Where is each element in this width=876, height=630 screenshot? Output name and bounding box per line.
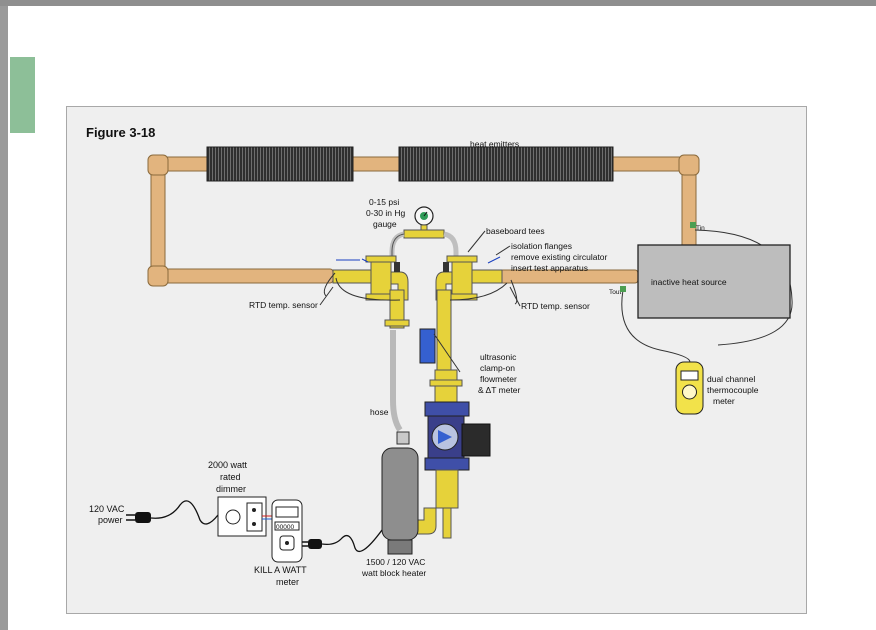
block-heater [381,431,419,555]
heater-plug-icon [302,539,322,549]
power-label-line1: 120 VAC [89,504,125,514]
kill-a-watt-label-line1: KILL A WATT [254,565,307,575]
t-in-label: Tin [696,225,705,232]
remove-circulator-label: remove existing circulator [511,252,608,262]
dimmer-box [217,496,267,537]
flowmeter-label-line4: & ΔT meter [478,385,521,395]
power-label-line2: power [98,515,123,525]
thermocouple-label-line2: thermocouple [707,385,759,395]
emitter-right [398,146,614,182]
baseboard-tees-label: baseboard tees [486,226,545,236]
left-tee-assembly [332,255,410,329]
heater-label-line2: watt block heater [361,568,426,578]
thermocouple-label-line1: dual channel [707,374,755,384]
insert-apparatus-label: insert test apparatus [511,263,588,273]
hose [390,330,403,432]
sensor-wiring [323,229,793,363]
dimmer-label-line3: dimmer [216,484,246,494]
rtd-right-label: RTD temp. sensor [521,301,590,311]
rtd-left-label: RTD temp. sensor [249,300,318,310]
power-plug-icon [126,512,151,523]
test-circulator [413,369,491,539]
hose-label: hose [370,407,389,417]
t-out-label: Tout [609,289,621,296]
heat-emitters-label: heat emitters [470,139,519,149]
gauge-label-line1: 0-15 psi [369,197,399,207]
heater-label-line1: 1500 / 120 VAC [366,557,425,567]
heat-source-label: inactive heat source [651,277,727,287]
figure-title: Figure 3-18 [86,125,155,140]
flowmeter-sensor [419,328,436,364]
thermocouple-meter [675,361,704,415]
meter-display: 00000 [276,524,294,531]
page-side-tab[interactable] [10,57,35,133]
window-top-bar [0,0,876,6]
dimmer-label-line1: 2000 watt [208,460,248,470]
flowmeter-label-line1: ultrasonic [480,352,517,362]
isolation-flanges-label: isolation flanges [511,241,572,251]
dimmer-label-line2: rated [220,472,241,482]
right-tee-assembly [435,255,503,381]
pressure-gauge [389,206,459,262]
kill-a-watt-label-line2: meter [276,577,299,587]
heat-source-box [637,244,791,319]
gauge-label-line3: gauge [373,219,397,229]
emitter-left [206,146,354,182]
thermocouple-label-line3: meter [713,396,735,406]
flowmeter-label-line2: clamp-on [480,363,515,373]
gauge-label-line2: 0-30 in Hg [366,208,405,218]
power-cord [150,500,219,525]
kill-a-watt-meter: 00000 [271,499,303,563]
flowmeter-label-line3: flowmeter [480,374,517,384]
window-left-edge [0,6,8,630]
heater-cord [321,529,383,553]
